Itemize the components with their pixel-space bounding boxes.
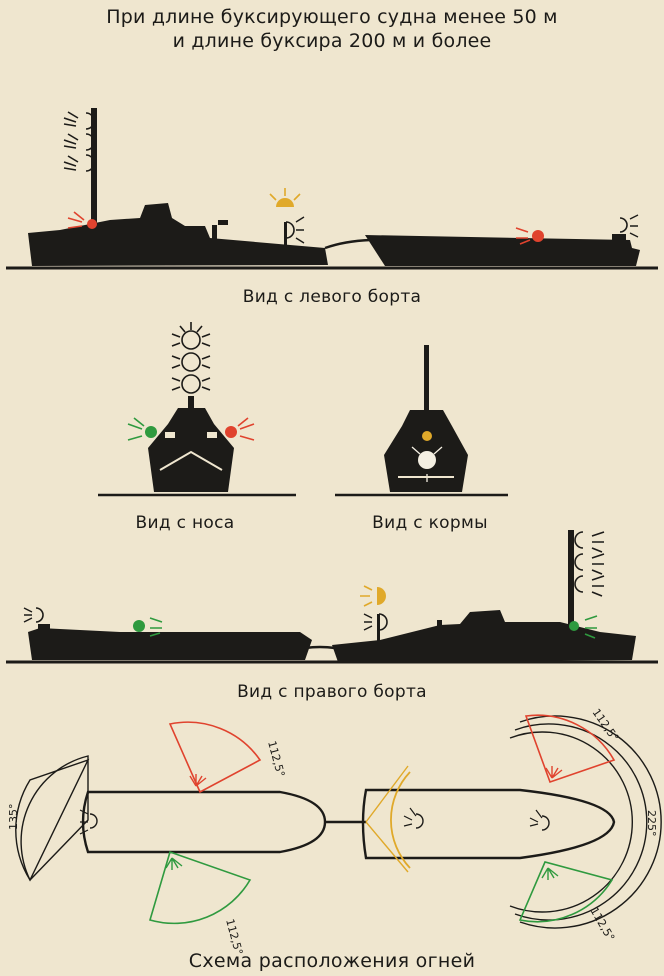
caption-stern-view: Вид с кормы xyxy=(372,513,488,533)
angle-port-label: 112,5° xyxy=(265,739,287,778)
barge-outline xyxy=(81,790,327,854)
bow-silhouette xyxy=(148,408,234,492)
masthead-sector-225 xyxy=(509,715,662,929)
bow-green-light xyxy=(145,426,157,438)
barge-silhouette-starboard xyxy=(28,628,312,660)
tug-port-sidelight xyxy=(87,219,97,229)
stern-silhouette xyxy=(384,410,468,492)
tug-starboard-sidelight xyxy=(569,621,579,631)
barge-starboard-sidelight xyxy=(133,620,145,632)
title-line-2: и длине буксира 200 м и более xyxy=(172,30,492,52)
stern-yellow-light xyxy=(422,431,432,441)
barge-port-sector xyxy=(168,721,262,794)
bow-red-light xyxy=(225,426,237,438)
towing-sector xyxy=(390,771,411,869)
caption-lights-scheme: Схема расположения огней xyxy=(188,950,476,972)
port-view xyxy=(6,108,658,270)
bow-view xyxy=(98,322,296,497)
caption-bow-view: Вид с носа xyxy=(135,513,235,533)
tug-silhouette-starboard xyxy=(332,610,636,662)
caption-port-view: Вид с левого борта xyxy=(242,287,422,307)
tug-silhouette xyxy=(28,203,328,266)
stern-white-light xyxy=(418,451,436,469)
barge-port-sidelight xyxy=(532,230,544,242)
angle-tug-port-label: 112,5° xyxy=(590,706,622,744)
tug-outline xyxy=(361,788,616,860)
barge-starboard-sector xyxy=(149,850,252,925)
masthead-lights-port xyxy=(63,111,95,172)
stern-view xyxy=(335,345,508,497)
bow-masthead-lights xyxy=(171,322,211,394)
masthead-lights-starboard xyxy=(574,531,605,597)
angle-135-label: 135° xyxy=(7,804,20,831)
tug-port-sector xyxy=(524,714,616,784)
starboard-view xyxy=(6,530,658,664)
title-line-1: При длине буксирующего судна менее 50 м xyxy=(106,6,558,28)
towing-light-starboard xyxy=(377,587,386,605)
tug-mast xyxy=(91,108,97,230)
sector-135 xyxy=(15,758,90,882)
stern-sector-barge xyxy=(20,755,89,882)
towing-light-port xyxy=(276,198,294,207)
lights-scheme: 135° 112,5° 112,5° 225° 112, xyxy=(7,706,662,957)
angle-225-label: 225° xyxy=(645,810,658,837)
caption-starboard-view: Вид с правого борта xyxy=(237,682,427,702)
tug-mast-starboard xyxy=(568,530,574,630)
barge-silhouette-port xyxy=(365,235,640,266)
tug-starboard-sector xyxy=(518,861,614,923)
